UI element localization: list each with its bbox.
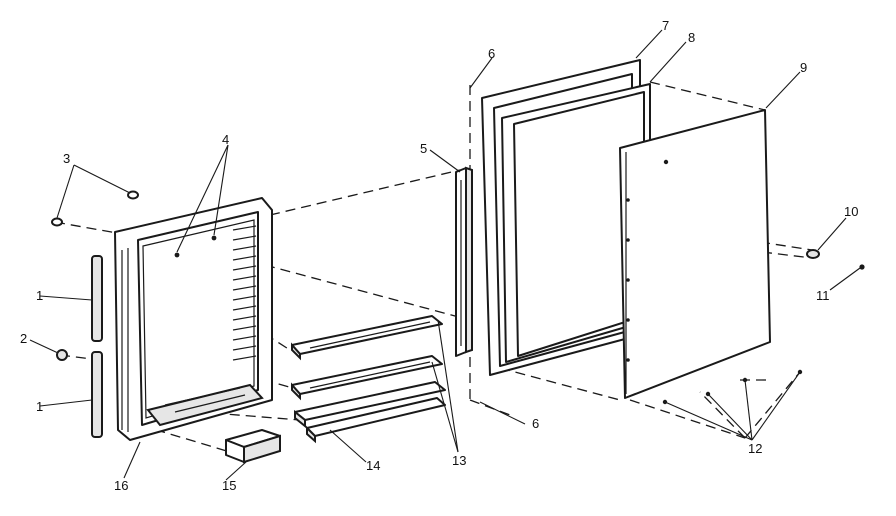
callout-10: 10 <box>844 204 858 219</box>
callout-13: 13 <box>452 453 466 468</box>
fastener-part-3-left <box>51 217 63 227</box>
callout-15: 15 <box>222 478 236 493</box>
callout-5: 5 <box>420 141 427 156</box>
callout-12: 12 <box>748 441 762 456</box>
frame-louver-slats <box>232 225 257 361</box>
fastener-part-3-right <box>127 190 139 200</box>
callout-4: 4 <box>222 132 229 147</box>
fastener-part-2 <box>56 349 68 361</box>
slide-rail-lower-part-13 <box>291 355 443 401</box>
block-part-15 <box>225 429 281 464</box>
frame-hole-right <box>211 235 217 241</box>
door-panel-part-9 <box>619 109 771 399</box>
frame-hole-left <box>174 252 180 258</box>
callout-1-lower: 1 <box>36 399 43 414</box>
callout-11: 11 <box>816 288 830 303</box>
base-rail-lower-part-14 <box>306 397 446 444</box>
gasket-strip-lower-part-1 <box>91 351 103 438</box>
callout-2: 2 <box>20 331 27 346</box>
main-frame-part-16 <box>114 197 273 441</box>
callout-labels: 1 1 2 3 4 5 6 6 7 8 9 10 11 12 13 14 15 … <box>20 18 858 493</box>
callout-1-upper: 1 <box>36 288 43 303</box>
callout-7: 7 <box>662 18 669 33</box>
callout-9: 9 <box>800 60 807 75</box>
callout-6-bottom: 6 <box>532 416 539 431</box>
callout-3: 3 <box>63 151 70 166</box>
base-rail-upper-part-14 <box>294 381 446 429</box>
frame-side-gasket <box>121 248 129 432</box>
gasket-strip-upper-part-1 <box>91 255 103 342</box>
callout-16: 16 <box>114 478 128 493</box>
screw-part-11 <box>859 264 865 270</box>
leader-lines <box>29 29 861 481</box>
callout-14: 14 <box>366 458 380 473</box>
slide-rail-upper-part-13 <box>291 315 443 361</box>
hinge-bar-part-5 <box>455 166 473 357</box>
callout-6-top: 6 <box>488 46 495 61</box>
door-liner-part-8 <box>501 83 651 363</box>
handle-part-10 <box>806 249 820 259</box>
callout-8: 8 <box>688 30 695 45</box>
